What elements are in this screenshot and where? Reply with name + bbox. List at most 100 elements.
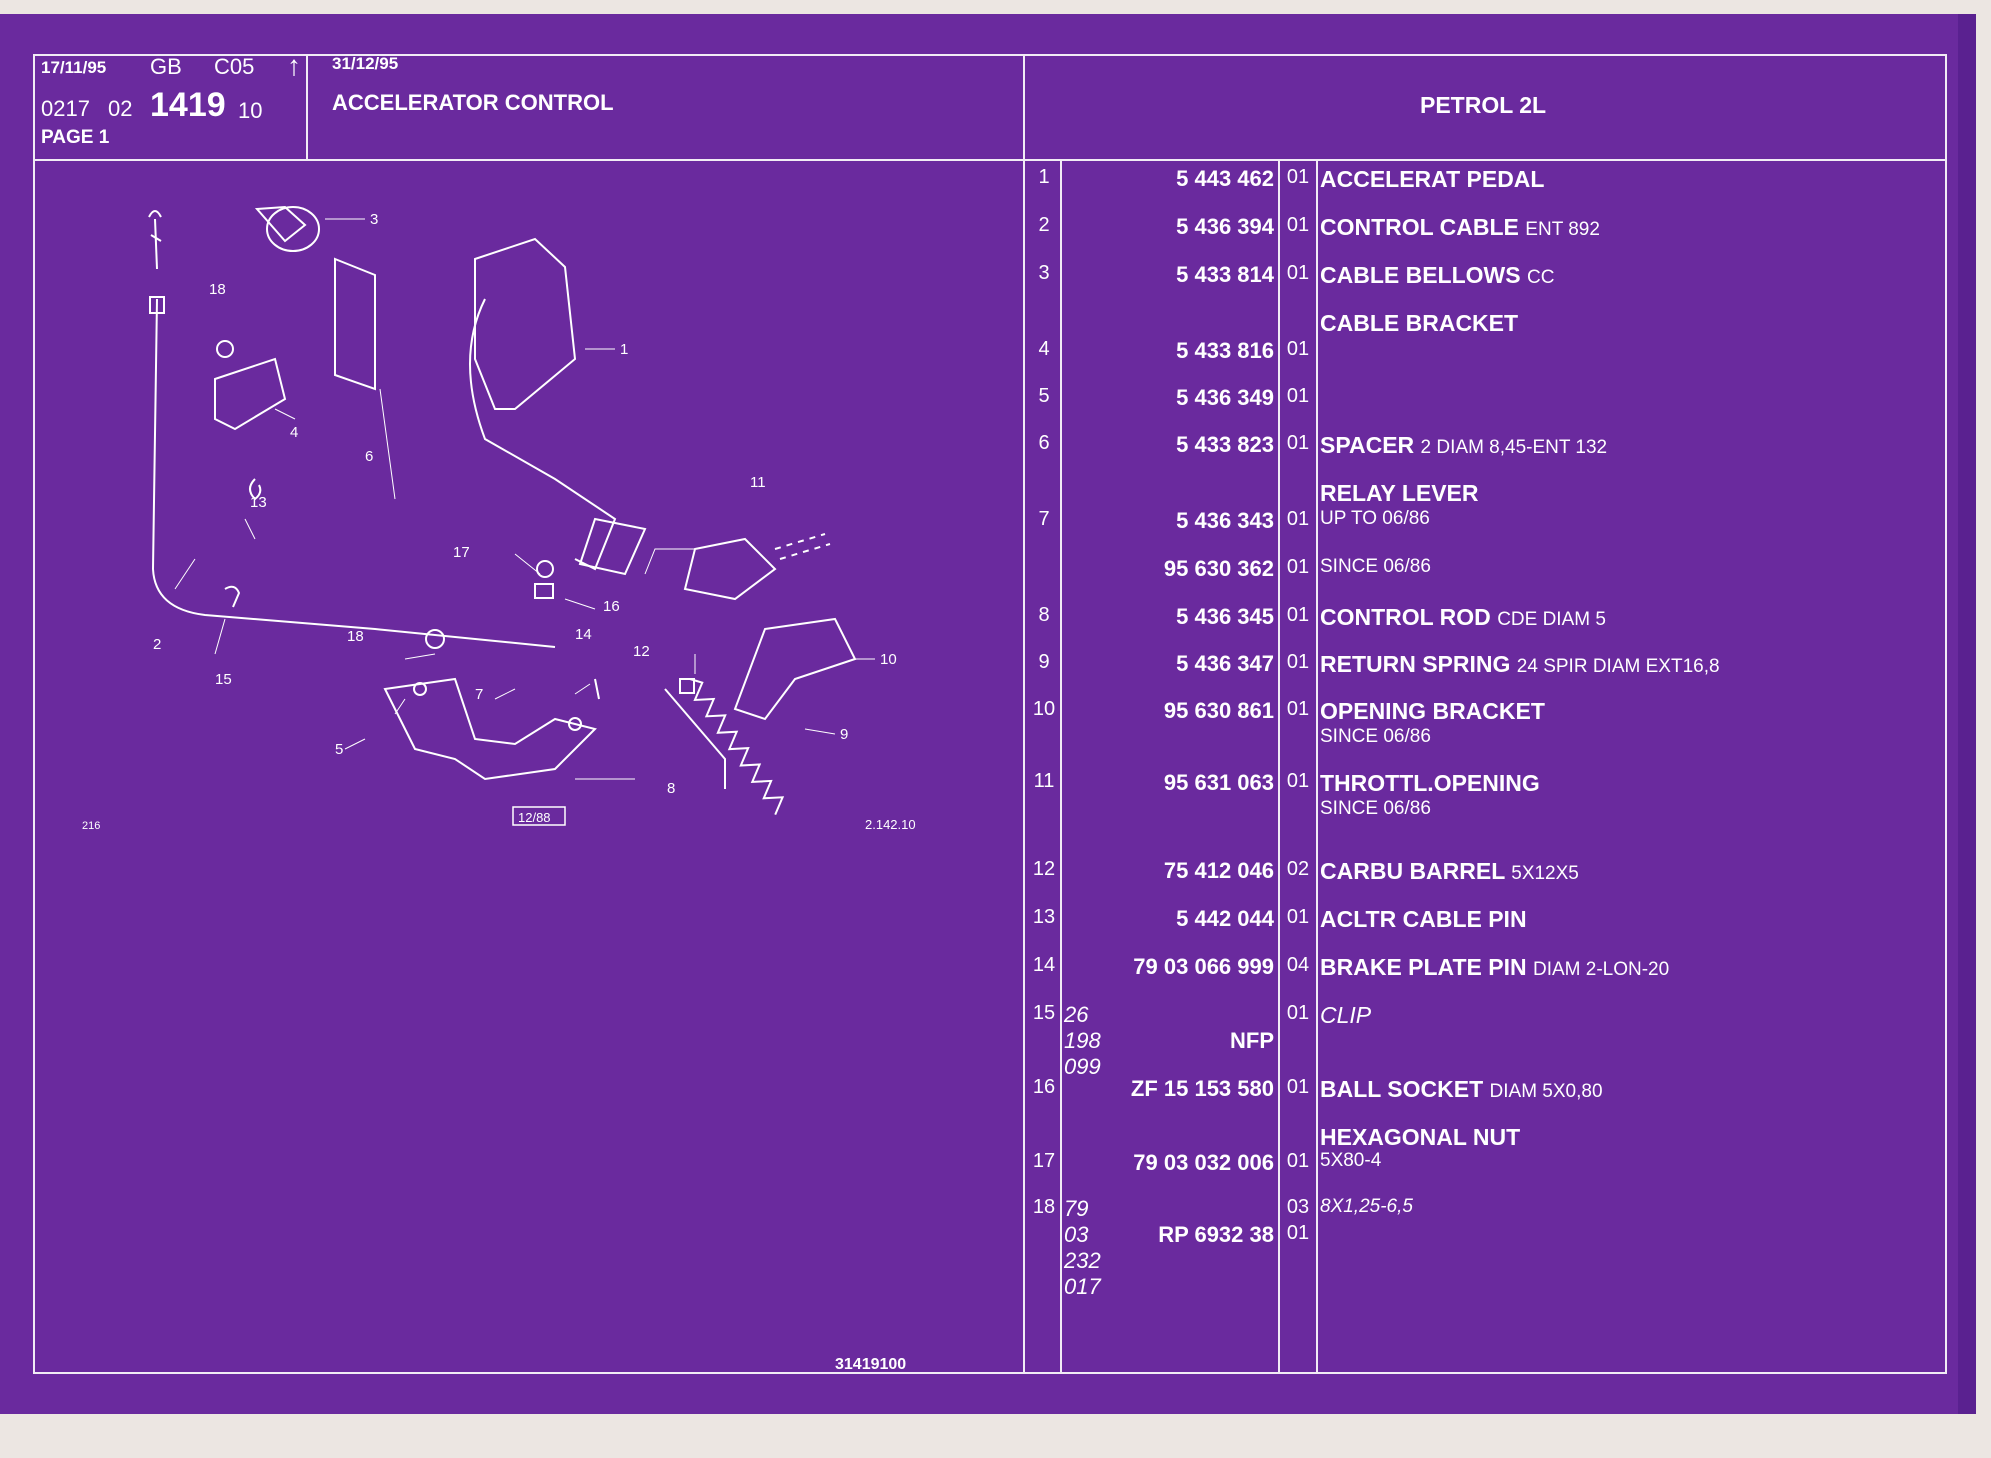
exploded-diagram: 1 2 3 4 5 6 7 8 9 10 11 12 13 14 15 16 1… [82,205,916,1369]
nut-drawing [216,340,234,358]
part-name: OPENING BRACKET [1320,698,1545,724]
part-number: 5 436 343 [1176,508,1274,533]
row-qty: 01 [1286,556,1310,578]
callout-7: 7 [475,686,483,703]
row-qty: 01 [1286,906,1310,928]
row-number: 11 [1033,770,1055,792]
cable-end-drawing [148,210,162,242]
variant-title: PETROL 2L [1420,92,1547,118]
part-number: 5 436 347 [1176,651,1274,676]
part-note: SINCE 06/86 [1320,556,1431,577]
header-ref-c: 10 [238,98,263,123]
row-number: 5 [1038,385,1050,407]
callout-13: 13 [250,494,267,511]
part-name: THROTTL.OPENING [1320,770,1540,796]
part-number: 5 443 462 [1176,166,1274,191]
callout-18-lower: 18 [347,628,364,645]
row-number: 14 [1032,954,1056,976]
row-number: 9 [1038,651,1050,673]
part-name: CONTROL CABLE ENT 892 [1320,214,1600,240]
row-number: 8 [1038,604,1050,626]
cable-bracket-drawing [214,357,287,431]
row-qty: 03 [1286,1196,1310,1218]
part-note: SINCE 06/86 [1320,726,1431,747]
pedal-arm-drawing [469,298,617,571]
row-qty: 01 [1286,1076,1310,1098]
row-number: 4 [1038,338,1050,360]
callout-8: 8 [667,780,675,797]
row-qty: 01 [1286,508,1310,530]
clip-drawing [224,585,241,608]
relay-lever-drawing [383,677,597,781]
row-number: 7 [1038,508,1050,530]
bellows-cone-drawing [254,205,307,243]
part-number: 26 198 099 [1064,1002,1101,1079]
control-cable-drawing [151,218,556,648]
part-number: 75 412 046 [1163,858,1274,883]
part-note: SINCE 06/86 [1320,798,1431,819]
part-number: 95 631 063 [1163,770,1274,795]
callout-9: 9 [840,726,848,743]
stamp-box: 12/88 [518,810,551,825]
stamp-right: 2.142.10 [865,817,916,832]
pedal-pad-drawing [578,517,647,576]
qty-column-sep [1316,159,1318,1372]
callout-leaders [174,218,875,780]
row-qty: 01 [1286,166,1310,188]
header-ref-main: 1419 [150,86,226,124]
throttle-opening-drawing [683,537,777,601]
cable-pin-drawing [249,478,262,501]
callout-11: 11 [750,474,766,491]
row-number: 15 [1032,1002,1056,1024]
sheet-edge [1958,14,1976,1414]
pedal-box-drawing [474,237,577,410]
callout-5: 5 [335,741,343,758]
main-column-sep [1023,54,1025,1372]
header-page: PAGE 1 [41,127,110,148]
up-arrow-icon: ↑ [287,50,301,81]
part-number: 5 436 394 [1176,214,1274,239]
part-note: 5X80-4 [1320,1150,1382,1171]
part-note: UP TO 06/86 [1320,508,1430,529]
part-number: 5 436 349 [1176,385,1274,410]
part-number: 5 433 823 [1176,432,1274,457]
header-date2: 31/12/95 [332,54,399,73]
row-qty: 01 [1286,385,1310,407]
stamp-left: 216 [82,820,100,832]
header-lang: GB [150,54,182,79]
callout-3: 3 [370,211,378,228]
row-qty: 01 [1286,1222,1310,1244]
row-number: 12 [1032,858,1056,880]
part-number: 95 630 362 [1163,556,1274,581]
cable-stop-drawing [149,296,165,314]
row-number: 10 [1032,698,1056,720]
part-number: 5 433 814 [1176,262,1274,287]
part-name: HEXAGONAL NUT [1320,1124,1521,1150]
part-name: CABLE BRACKET [1320,310,1519,336]
header-date1: 17/11/95 [41,58,107,77]
part-name: SPACER 2 DIAM 8,45-ENT 132 [1320,432,1608,458]
return-spring-drawing [689,678,785,816]
part-name: BALL SOCKET DIAM 5X0,80 [1320,1076,1603,1102]
callout-6: 6 [365,448,373,465]
relay-pin-drawing [568,717,582,731]
callout-18: 18 [209,281,226,298]
hex-nut-drawing [536,560,554,578]
row-qty: 01 [1286,338,1310,360]
parts-sheet: 17/11/95 GB C05 ↑ 0217 02 1419 10 PAGE 1… [0,14,1976,1414]
header-divider [33,159,1945,161]
relay-pivot-drawing [413,682,427,696]
part-name: CABLE BELLOWS CC [1320,262,1555,288]
part-nfp: NFP [1230,1028,1274,1053]
part-name: BRAKE PLATE PIN DIAM 2-LON-20 [1320,954,1670,980]
brake-pin-drawing [594,678,600,700]
spacer-bracket-drawing [334,257,376,391]
row-qty: 01 [1286,651,1310,673]
row-number: 13 [1032,906,1056,928]
part-name: CONTROL ROD CDE DIAM 5 [1320,604,1606,630]
callout-2: 2 [153,636,161,653]
row-qty: 01 [1286,214,1310,236]
stamp-box-frame [512,806,566,826]
callout-1: 1 [620,341,628,358]
part-number: 79 03 032 006 [1133,1150,1274,1175]
